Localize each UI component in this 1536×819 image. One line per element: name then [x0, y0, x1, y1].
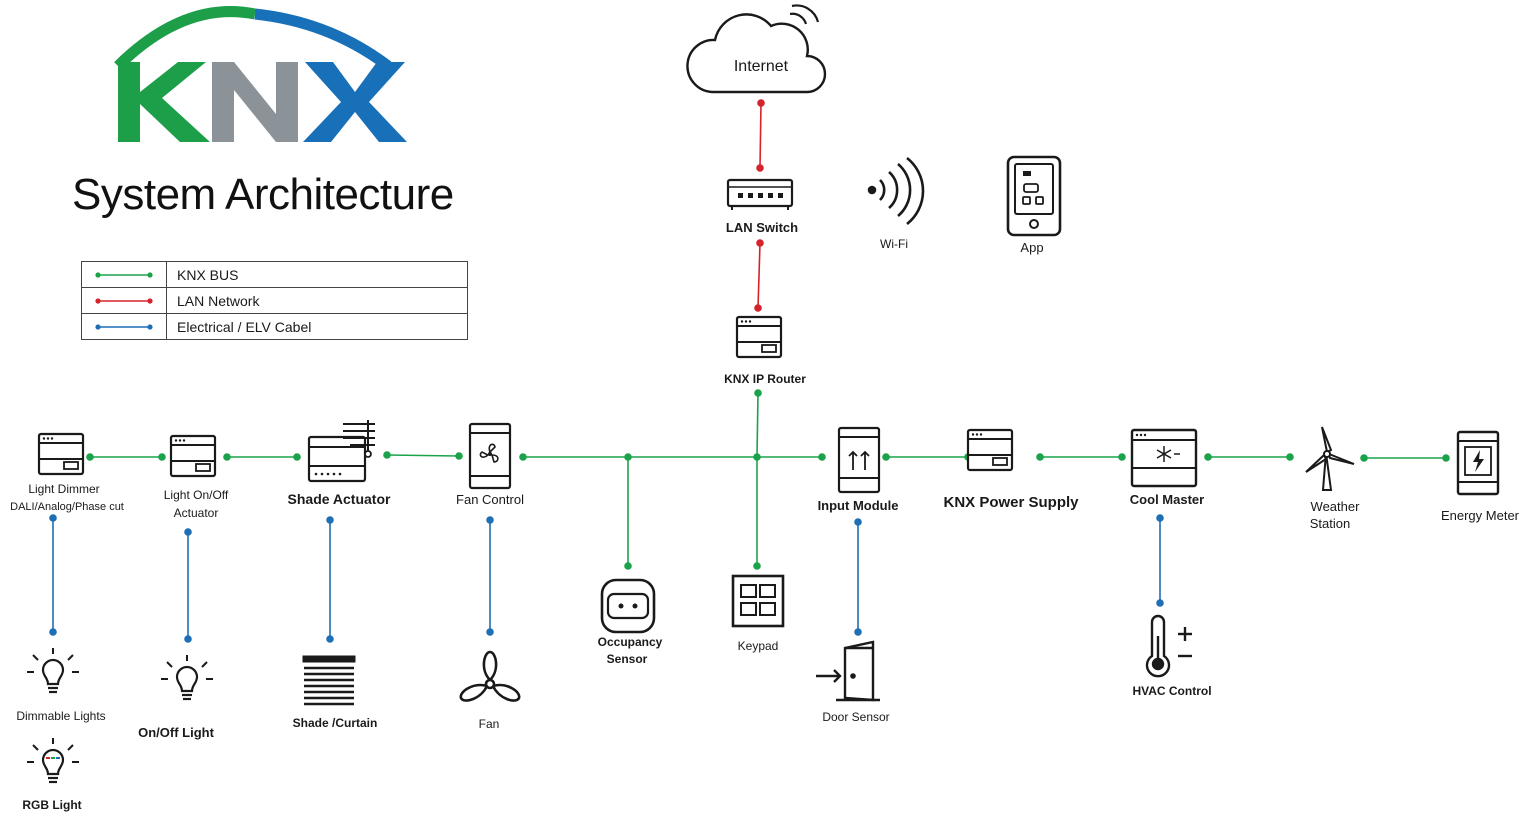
legend-label: Electrical / ELV Cabel — [166, 313, 468, 340]
energy-meter-icon — [1456, 430, 1500, 496]
lan-switch-icon — [726, 178, 794, 210]
legend-row-electrical: Electrical / ELV Cabel — [81, 313, 468, 340]
energy-meter-label: Energy Meter — [1440, 508, 1520, 523]
door-sensor-label: Door Sensor — [822, 710, 890, 724]
occupancy-sensor-label: Occupancy — [597, 635, 663, 649]
occupancy-sensor-icon — [600, 578, 656, 634]
shade-curtain-label: Shade /Curtain — [292, 716, 378, 730]
onoff-actuator-icon — [169, 434, 217, 478]
legend-label: LAN Network — [166, 287, 468, 314]
rgb-light-label: RGB Light — [22, 798, 82, 812]
wifi-label: Wi-Fi — [880, 237, 908, 251]
onoff-light-label: On/Off Light — [138, 725, 214, 740]
keypad-icon — [731, 574, 785, 628]
ip-router-label: KNX IP Router — [724, 372, 806, 386]
fan-icon — [459, 650, 521, 702]
legend-row-knx-bus: KNX BUS — [81, 261, 468, 288]
electrical-links — [49, 514, 1164, 643]
fan-control-label: Fan Control — [456, 492, 524, 507]
input-module-icon — [837, 426, 881, 494]
occupancy-sensor-label-2: Sensor — [606, 652, 648, 666]
keypad-label: Keypad — [737, 639, 779, 653]
ip-router-icon — [735, 315, 783, 359]
door-sensor-icon — [816, 640, 880, 702]
cloud-icon — [686, 4, 827, 94]
legend: KNX BUS LAN Network Electrical / ELV Cab… — [81, 261, 468, 340]
onoff-actuator-label: Light On/Off — [163, 488, 229, 502]
input-module-label: Input Module — [817, 498, 899, 513]
legend-label: KNX BUS — [166, 261, 468, 288]
lan-switch-label: LAN Switch — [725, 220, 799, 235]
fan-control-icon — [468, 422, 512, 490]
light-dimmer-type-label: DALI/Analog/Phase cut — [10, 501, 124, 513]
legend-swatch-electrical — [95, 323, 153, 330]
knx-bus-links — [86, 389, 1450, 570]
dimmable-light-bulb-icon — [25, 646, 81, 694]
onoff-actuator-label-2: Actuator — [173, 506, 219, 520]
hvac-control-label: HVAC Control — [1132, 684, 1212, 698]
rgb-light-bulb-icon — [25, 736, 81, 784]
dimmable-lights-label: Dimmable Lights — [16, 709, 106, 723]
legend-swatch-lan — [95, 297, 153, 304]
weather-station-label: Weather — [1310, 499, 1360, 514]
onoff-light-bulb-icon — [159, 653, 215, 701]
internet-label: Internet — [733, 58, 789, 75]
app-phone-icon — [1006, 155, 1062, 237]
light-dimmer-label: Light Dimmer — [28, 482, 100, 496]
lan-links — [754, 99, 765, 312]
thermometer-icon — [1145, 614, 1192, 678]
wifi-icon — [867, 156, 925, 226]
legend-row-lan: LAN Network — [81, 287, 468, 314]
weather-station-icon — [1305, 426, 1355, 491]
curtain-blind-icon — [302, 655, 356, 706]
knx-logo — [114, 6, 407, 142]
cool-master-label: Cool Master — [1129, 492, 1205, 507]
shade-actuator-icon — [307, 420, 375, 483]
app-label: App — [1020, 240, 1044, 255]
page-title: System Architecture — [72, 170, 454, 219]
light-dimmer-icon — [37, 432, 85, 476]
shade-actuator-label: Shade Actuator — [287, 491, 391, 507]
legend-swatch-knx-bus — [95, 271, 153, 278]
power-supply-label: KNX Power Supply — [943, 494, 1079, 511]
cool-master-icon — [1130, 428, 1198, 488]
weather-station-label-2: Station — [1309, 516, 1351, 531]
power-supply-icon — [966, 428, 1014, 472]
fan-label: Fan — [478, 717, 500, 731]
